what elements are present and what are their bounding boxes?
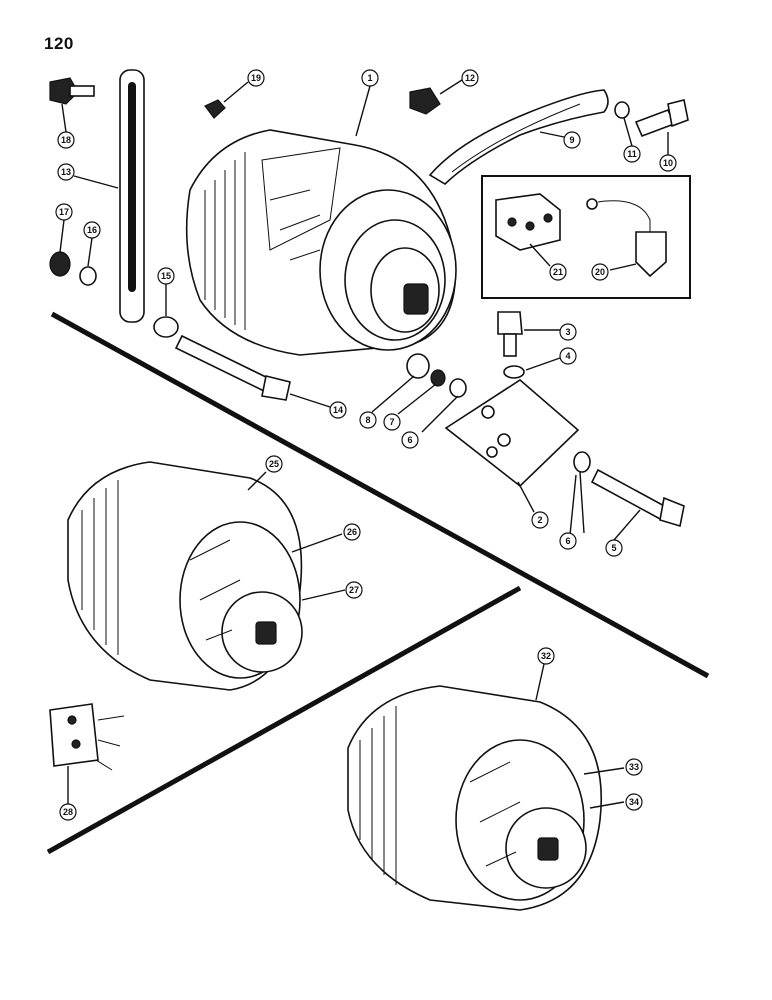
callout-25: 25 (265, 455, 283, 473)
svg-text:16: 16 (87, 225, 97, 235)
callout-28: 28 (59, 803, 77, 821)
svg-text:10: 10 (663, 158, 673, 168)
svg-text:21: 21 (553, 267, 563, 277)
svg-text:5: 5 (611, 543, 616, 553)
alternator-32 (347, 685, 602, 911)
callout-6b: 6 (559, 532, 577, 550)
leader-lines (59, 79, 669, 809)
callout-9: 9 (563, 131, 581, 149)
section-dividers (46, 311, 710, 855)
svg-text:28: 28 (63, 807, 73, 817)
callout-19: 19 (247, 69, 265, 87)
svg-text:25: 25 (269, 459, 279, 469)
callout-21: 21 (549, 263, 567, 281)
svg-text:6: 6 (565, 536, 570, 546)
page-number: 120 (44, 34, 74, 53)
svg-text:13: 13 (61, 167, 71, 177)
bolt-5 (573, 451, 685, 528)
callout-13: 13 (57, 163, 75, 181)
nut-washers (406, 353, 467, 398)
callout-10: 10 (659, 154, 677, 172)
svg-text:34: 34 (629, 797, 639, 807)
svg-text:1: 1 (367, 73, 372, 83)
svg-text:6: 6 (407, 435, 412, 445)
inset-box (481, 175, 691, 299)
callout-5: 5 (605, 539, 623, 557)
callout-27: 27 (345, 581, 363, 599)
callout-32: 32 (537, 647, 555, 665)
svg-text:4: 4 (565, 351, 570, 361)
long-bolt (174, 334, 291, 401)
callout-20: 20 (591, 263, 609, 281)
regulator-inset (495, 193, 667, 278)
alternator-25 (67, 461, 303, 691)
svg-text:11: 11 (627, 149, 637, 159)
hardware-left (49, 77, 226, 338)
svg-text:7: 7 (389, 417, 394, 427)
svg-text:17: 17 (59, 207, 69, 217)
callout-17: 17 (55, 203, 73, 221)
callout-2: 2 (531, 511, 549, 529)
adjusting-bar (119, 69, 145, 323)
svg-text:20: 20 (595, 267, 605, 277)
svg-text:12: 12 (465, 73, 475, 83)
svg-text:27: 27 (349, 585, 359, 595)
callout-7: 7 (383, 413, 401, 431)
callout-6a: 6 (401, 431, 419, 449)
bolt-12 (409, 87, 441, 115)
callout-4: 4 (559, 347, 577, 365)
callout-33: 33 (625, 758, 643, 776)
bracket-9 (428, 89, 609, 186)
regulator-28 (49, 703, 125, 771)
svg-text:33: 33 (629, 762, 639, 772)
svg-text:19: 19 (251, 73, 261, 83)
bolt-10 (614, 99, 689, 138)
svg-text:9: 9 (569, 135, 574, 145)
alternator-main (185, 129, 457, 356)
svg-text:2: 2 (537, 515, 542, 525)
callout-34: 34 (625, 793, 643, 811)
callout-14: 14 (329, 401, 347, 419)
bolt-3 (497, 311, 525, 379)
svg-text:18: 18 (61, 135, 71, 145)
svg-text:32: 32 (541, 651, 551, 661)
callout-12: 12 (461, 69, 479, 87)
svg-text:26: 26 (347, 527, 357, 537)
callout-26: 26 (343, 523, 361, 541)
callout-11: 11 (623, 145, 641, 163)
svg-text:8: 8 (365, 415, 370, 425)
svg-text:14: 14 (333, 405, 343, 415)
callout-18: 18 (57, 131, 75, 149)
svg-text:3: 3 (565, 327, 570, 337)
mounting-bracket (444, 379, 580, 488)
callout-16: 16 (83, 221, 101, 239)
callout-8: 8 (359, 411, 377, 429)
callout-15: 15 (157, 267, 175, 285)
callout-3: 3 (559, 323, 577, 341)
svg-text:15: 15 (161, 271, 171, 281)
callout-1: 1 (361, 69, 379, 87)
